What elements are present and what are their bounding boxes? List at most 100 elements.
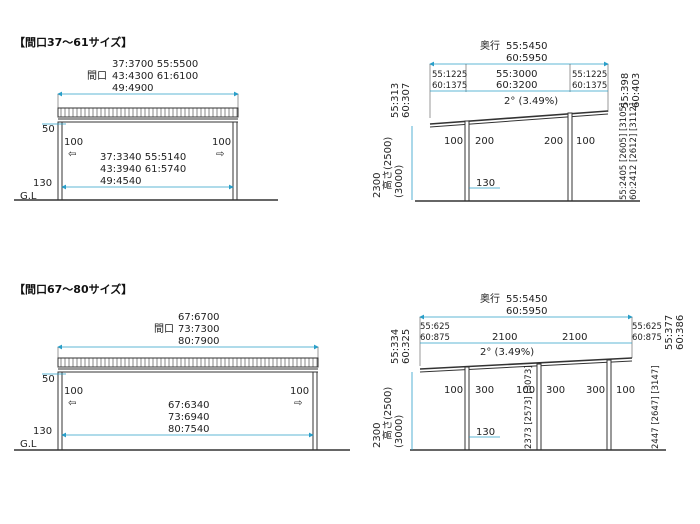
svg-text:⇨: ⇨ xyxy=(216,149,224,160)
span-a: 2100 xyxy=(492,332,517,343)
width-line3-b: 80:7900 xyxy=(178,336,220,347)
svg-text:⇦: ⇦ xyxy=(68,149,76,160)
heading-bottom: 【間口67～80サイズ】 xyxy=(14,282,132,296)
inner-line2-b: 73:6940 xyxy=(168,412,210,423)
side-post-2 xyxy=(536,363,542,451)
height3-b: (3000) xyxy=(394,415,405,448)
width-line3: 49:4900 xyxy=(112,83,154,94)
right-post-label-b: 100 xyxy=(290,386,309,397)
roof-thick-label-b: 50 xyxy=(42,374,55,385)
right-height: 2447 [2647] [3147] xyxy=(651,365,661,449)
height1: 2300 xyxy=(372,173,383,198)
right-rise2: 60:403 xyxy=(631,73,642,108)
post2-left: 100 xyxy=(516,385,535,396)
post-a-left: 100 xyxy=(444,136,463,147)
ground-gap-label-b: 130 xyxy=(33,426,52,437)
post-b-right: 100 xyxy=(576,136,595,147)
width-line1-b: 67:6700 xyxy=(178,312,220,323)
height-label: 高さ xyxy=(381,170,394,190)
span2: 60:3200 xyxy=(496,80,538,91)
right-overhang1-b: 55:625 xyxy=(632,322,662,332)
width-line1: 37:3700 55:5500 xyxy=(112,59,198,70)
left-overhang2: 60:1375 xyxy=(432,81,467,91)
post3-left: 300 xyxy=(586,385,605,396)
right-h1: 55:2405 [2605] [3105] xyxy=(619,103,629,200)
svg-text:⇨: ⇨ xyxy=(294,398,302,409)
roof-thick-label: 50 xyxy=(42,124,55,135)
front-view-bottom: 67:6700 間口 73:7300 80:7900 G.L 50 100 ⇦ … xyxy=(14,312,350,451)
width-prefix: 間口 xyxy=(87,70,107,82)
roof-panel xyxy=(57,107,239,118)
post1-left: 100 xyxy=(444,385,463,396)
height1-b: 2300 xyxy=(372,423,383,448)
right-overhang1: 55:1225 xyxy=(572,70,607,80)
post-b-left: 200 xyxy=(544,136,563,147)
right-post-b xyxy=(312,371,318,451)
side-view-bottom: 奥行 55:5450 60:5950 55:625 60:875 2100 21… xyxy=(372,292,686,451)
side-post-a xyxy=(464,120,470,202)
gl-label: G.L xyxy=(20,191,37,202)
left-rise2: 60:307 xyxy=(401,83,412,118)
side-ground-gap-b: 130 xyxy=(476,427,495,438)
span1: 55:3000 xyxy=(496,69,538,80)
right-h2: 60:2412 [2612] [3112] xyxy=(629,103,639,200)
left-overhang1-b: 55:625 xyxy=(420,322,450,332)
mid-height: 2373 [2573] [3073] xyxy=(524,365,534,449)
ground-gap-label: 130 xyxy=(33,178,52,189)
depth-line2-b: 60:5950 xyxy=(506,306,548,317)
depth-line2: 60:5950 xyxy=(506,53,548,64)
side-post-1 xyxy=(464,366,470,451)
left-post-b xyxy=(57,371,63,451)
left-rise1-b: 55:334 xyxy=(390,329,401,364)
right-post-label: 100 xyxy=(212,137,231,148)
depth-line1-b: 55:5450 xyxy=(506,294,548,305)
left-rise2-b: 60:325 xyxy=(401,329,412,364)
width-prefix-b: 間口 xyxy=(154,323,174,335)
right-rise1-b: 55:377 xyxy=(664,315,675,350)
left-post-label: 100 xyxy=(64,137,83,148)
span-b: 2100 xyxy=(562,332,587,343)
height2: (2500) xyxy=(383,137,394,170)
depth-line1: 55:5450 xyxy=(506,41,548,52)
side-post-3 xyxy=(606,359,612,451)
inner-line1-b: 67:6340 xyxy=(168,400,210,411)
height3: (3000) xyxy=(394,165,405,198)
svg-text:⇦: ⇦ xyxy=(68,398,76,409)
side-view-top: 奥行 55:5450 60:5950 55:1225 60:1375 55:30… xyxy=(372,39,642,202)
left-post-label-b: 100 xyxy=(64,386,83,397)
inner-line2: 43:3940 61:5740 xyxy=(100,164,186,175)
right-rise2-b: 60:386 xyxy=(675,315,686,350)
side-ground-gap: 130 xyxy=(476,178,495,189)
right-overhang2: 60:1375 xyxy=(572,81,607,91)
left-overhang2-b: 60:875 xyxy=(420,333,450,343)
post3-right: 100 xyxy=(616,385,635,396)
post1-right: 300 xyxy=(475,385,494,396)
width-line2-b: 73:7300 xyxy=(178,324,220,335)
roof-slope-b xyxy=(419,357,633,370)
left-rise1: 55:313 xyxy=(390,83,401,118)
height-label-b: 高さ xyxy=(381,420,394,440)
right-post xyxy=(232,121,238,201)
left-overhang1: 55:1225 xyxy=(432,70,467,80)
depth-prefix: 奥行 xyxy=(480,39,500,52)
gl-label-b: G.L xyxy=(20,439,37,450)
right-rise1: 55:398 xyxy=(620,73,631,108)
heading-top: 【間口37～61サイズ】 xyxy=(14,35,132,49)
right-overhang2-b: 60:875 xyxy=(632,333,662,343)
roof-slope xyxy=(429,110,609,125)
inner-line3-b: 80:7540 xyxy=(168,424,210,435)
side-post-b xyxy=(567,112,573,202)
roof-panel-b xyxy=(57,357,319,368)
post2-right: 300 xyxy=(546,385,565,396)
depth-prefix-b: 奥行 xyxy=(480,292,500,305)
height2-b: (2500) xyxy=(383,387,394,420)
inner-line1: 37:3340 55:5140 xyxy=(100,152,186,163)
slope-label: 2° (3.49%) xyxy=(504,96,558,107)
inner-line3: 49:4540 xyxy=(100,176,142,187)
slope-label-b: 2° (3.49%) xyxy=(480,347,534,358)
front-view-top: 37:3700 55:5500 間口 43:4300 61:6100 49:49… xyxy=(14,59,278,202)
width-line2: 43:4300 61:6100 xyxy=(112,71,198,82)
left-post xyxy=(57,121,63,201)
post-a-right: 200 xyxy=(475,136,494,147)
